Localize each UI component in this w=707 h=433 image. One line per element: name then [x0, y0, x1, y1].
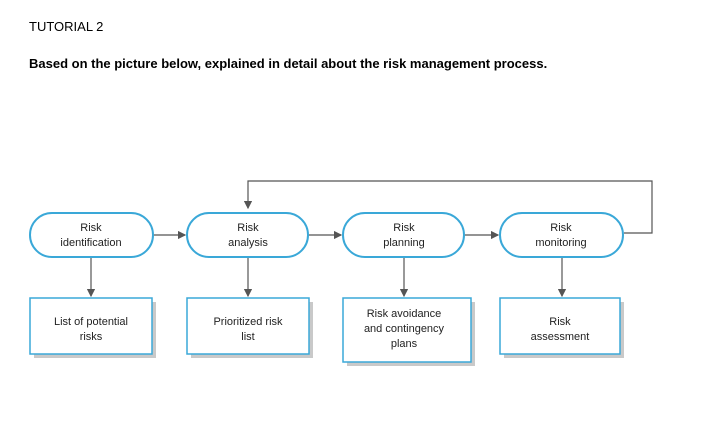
- stage-label-line1: Risk: [80, 222, 102, 234]
- output-risk-avoidance-plans: Risk avoidance and contingency plans: [342, 297, 475, 366]
- output-label-line1: List of potential: [54, 316, 128, 328]
- output-label-line1: Prioritized risk: [213, 316, 283, 328]
- output-risk-assessment: Risk assessment: [499, 297, 624, 358]
- output-label-line2: list: [241, 331, 254, 343]
- stage-risk-identification: Risk identification: [29, 212, 154, 258]
- output-label-line2: and contingency: [364, 323, 445, 335]
- stage-label-line2: identification: [60, 237, 121, 249]
- stage-risk-monitoring: Risk monitoring: [499, 212, 624, 258]
- output-label-line2: assessment: [531, 331, 590, 343]
- question-text: Based on the picture below, explained in…: [29, 56, 548, 71]
- output-list-of-potential-risks: List of potential risks: [29, 297, 156, 358]
- feedback-loop-arrow: [243, 180, 653, 234]
- stage-label-line2: planning: [383, 237, 425, 249]
- stage-label-line1: Risk: [237, 222, 259, 234]
- output-label-line1: Risk: [549, 316, 571, 328]
- stage-risk-analysis: Risk analysis: [186, 212, 309, 258]
- output-label-line2: risks: [80, 331, 103, 343]
- stage-label-line2: analysis: [228, 237, 268, 249]
- stage-label-line2: monitoring: [535, 237, 586, 249]
- output-label-line3: plans: [391, 338, 418, 350]
- output-label-line1: Risk avoidance: [367, 308, 442, 320]
- output-prioritized-risk-list: Prioritized risk list: [186, 297, 313, 358]
- stage-label-line1: Risk: [393, 222, 415, 234]
- stage-risk-planning: Risk planning: [342, 212, 465, 258]
- tutorial-heading: TUTORIAL 2: [29, 19, 104, 34]
- stage-label-line1: Risk: [550, 222, 572, 234]
